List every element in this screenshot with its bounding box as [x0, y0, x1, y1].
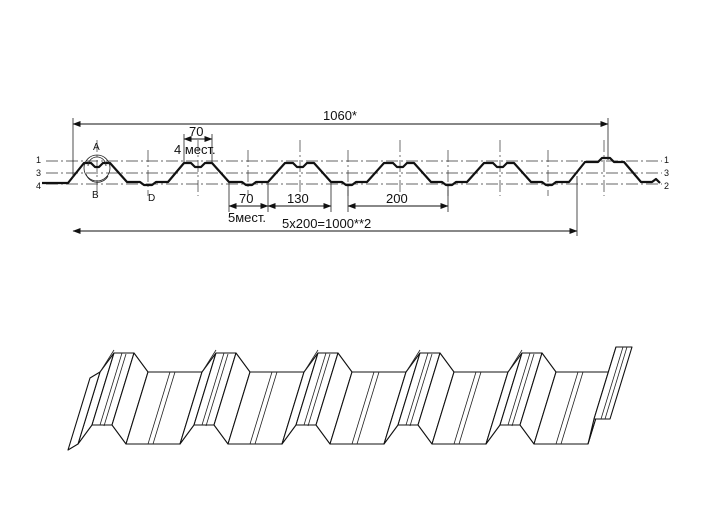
svg-text:70: 70: [189, 124, 203, 139]
svg-text:5x200=1000**2: 5x200=1000**2: [282, 216, 371, 231]
detail-label-d: D: [148, 193, 155, 204]
svg-text:5мест.: 5мест.: [228, 210, 266, 225]
svg-text:1060*: 1060*: [323, 108, 357, 123]
detail-label-a: A: [93, 142, 100, 153]
sheet-profile: [42, 156, 661, 187]
detail-label-b: B: [92, 190, 99, 201]
ref-label-left-4: 4: [36, 181, 41, 191]
dimension-valley-slope: 70 5мест. 130: [228, 182, 332, 225]
dimension-cover: 5x200=1000**2: [72, 176, 578, 236]
ref-label-right-1: 1: [664, 155, 669, 165]
dimension-crest: 70 4 мест.: [174, 124, 216, 163]
svg-text:130: 130: [287, 191, 309, 206]
cross-section: [42, 140, 662, 196]
svg-text:70: 70: [239, 191, 253, 206]
ref-label-right-3: 3: [664, 168, 669, 178]
centre-lines: [96, 140, 605, 196]
svg-text:4 мест.: 4 мест.: [174, 142, 216, 157]
ref-label-left-3: 3: [36, 168, 41, 178]
dimension-pitch: 200: [347, 186, 449, 212]
isometric-sheet-view: [67, 346, 633, 451]
svg-text:200: 200: [386, 191, 408, 206]
ref-label-right-2: 2: [664, 181, 669, 191]
detail-circle-b: [85, 173, 109, 183]
ref-label-left-1: 1: [36, 155, 41, 165]
detail-circle-a: [83, 154, 111, 182]
dimension-overall: 1060*: [72, 108, 609, 178]
